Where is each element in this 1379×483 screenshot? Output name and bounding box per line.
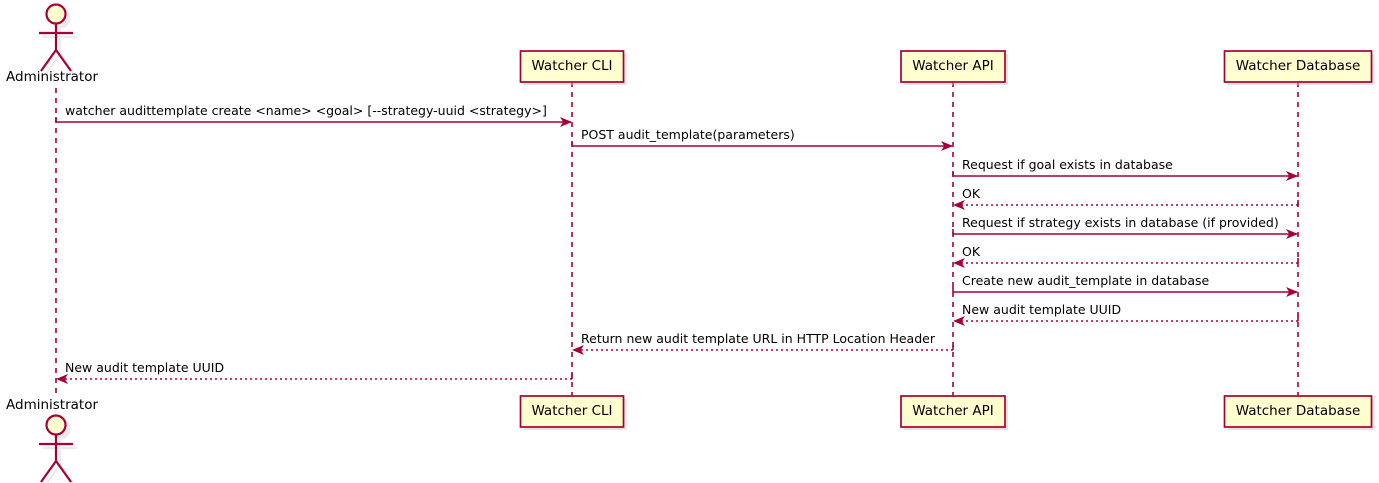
message-label-10: New audit template UUID	[65, 360, 225, 375]
actor-figure-administrator-top[interactable]	[39, 3, 77, 76]
actor-figures-group	[39, 3, 77, 483]
message-label-2: POST audit_template(parameters)	[581, 127, 795, 142]
participant-label-watcher-database: Watcher Database	[1235, 58, 1361, 74]
participant-label-watcher-database: Watcher Database	[1235, 403, 1361, 419]
message-label-9: Return new audit template URL in HTTP Lo…	[581, 331, 935, 346]
participant-label-watcher-api: Watcher API	[912, 58, 994, 74]
actor-leg-right	[59, 464, 75, 483]
participant-label-watcher-cli: Watcher CLI	[531, 403, 613, 419]
message-label-7: Create new audit_template in database	[962, 273, 1210, 288]
actor-figure-administrator-bottom[interactable]	[39, 414, 77, 483]
message-label-6: OK	[962, 244, 981, 259]
participant-box-watcher-api-top[interactable]	[900, 50, 1006, 83]
participant-box-watcher-api-bottom[interactable]	[900, 395, 1006, 428]
actor-leg-left	[40, 460, 57, 483]
lifelines-group	[55, 82, 1299, 396]
participant-box-watcher-database-bottom[interactable]	[1223, 395, 1373, 428]
messages-group	[55, 117, 1299, 384]
actor-label-administrator-top: Administrator	[6, 69, 99, 85]
actor-leg-right	[55, 49, 72, 72]
message-label-1: watcher audittemplate create <name> <goa…	[65, 103, 547, 118]
participant-label-watcher-cli: Watcher CLI	[531, 58, 613, 74]
message-label-8: New audit template UUID	[962, 302, 1122, 317]
participant-box-watcher-cli-bottom[interactable]	[519, 395, 625, 428]
actor-leg-left	[44, 53, 61, 76]
participant-label-watcher-api: Watcher API	[912, 403, 994, 419]
participant-box-watcher-cli-top[interactable]	[519, 50, 625, 83]
message-label-5: Request if strategy exists in database (…	[962, 215, 1279, 230]
actor-leg-left	[40, 49, 57, 72]
message-label-3: Request if goal exists in database	[962, 157, 1173, 172]
actor-label-administrator-bottom: Administrator	[6, 397, 99, 413]
participant-boxes-group	[519, 50, 1375, 430]
message-label-4: OK	[962, 186, 981, 201]
actor-leg-right	[55, 460, 72, 483]
actor-head-icon	[45, 3, 67, 25]
actor-head-icon	[45, 414, 67, 436]
participant-box-watcher-database-top[interactable]	[1223, 50, 1373, 83]
